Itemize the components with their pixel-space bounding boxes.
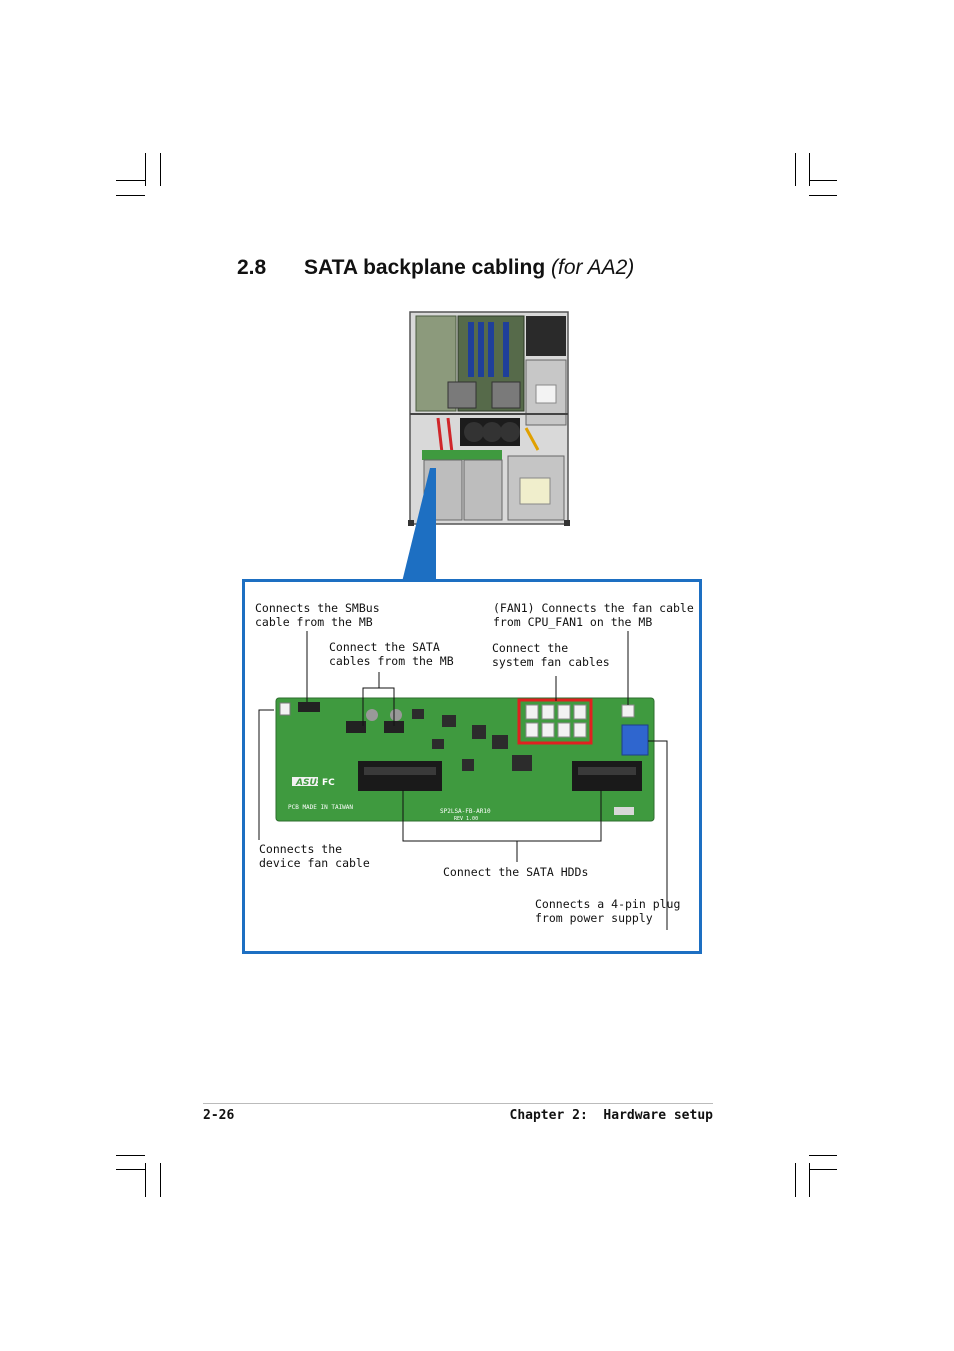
callout-power: Connects a 4-pin plug from power supply [535,897,681,925]
fan-connector-grid [525,704,587,738]
callout-sata-cables: Connect the SATA cables from the MB [329,640,454,668]
callout-device-fan: Connects the device fan cable [259,842,370,870]
callout-fan1: (FAN1) Connects the fan cable from CPU_F… [493,601,694,629]
board-cert: FC [322,778,335,788]
callout-smbus: Connects the SMBus cable from the MB [255,601,380,629]
server-chassis-photo [408,311,570,526]
callout-sata-hdds: Connect the SATA HDDs [443,865,589,879]
pointer-wedge [402,468,436,582]
section-number: 2.8 [237,256,267,279]
callout-frame [242,579,702,954]
sata-backplane-board: ASUS FC PCB MADE IN TAIWAN SP2LSA-FB-AR1… [275,697,655,822]
footer-rule [203,1103,713,1104]
section-title: SATA backplane cabling [304,256,546,279]
callout-system-fans: Connect the system fan cables [492,641,610,669]
board-made-in: PCB MADE IN TAIWAN [288,804,353,811]
page-number: 2-26 [203,1108,235,1123]
board-model: SP2LSA-FB-AR10 [440,808,491,815]
section-subtitle: (for AA2) [551,256,635,279]
board-brand: ASUS [295,778,323,788]
board-rev: REV 1.00 [454,816,478,822]
section-heading: 2.8 SATA backplane cabling (for AA2) [237,256,634,280]
chapter-label: Chapter 2: Hardware setup [509,1108,714,1123]
